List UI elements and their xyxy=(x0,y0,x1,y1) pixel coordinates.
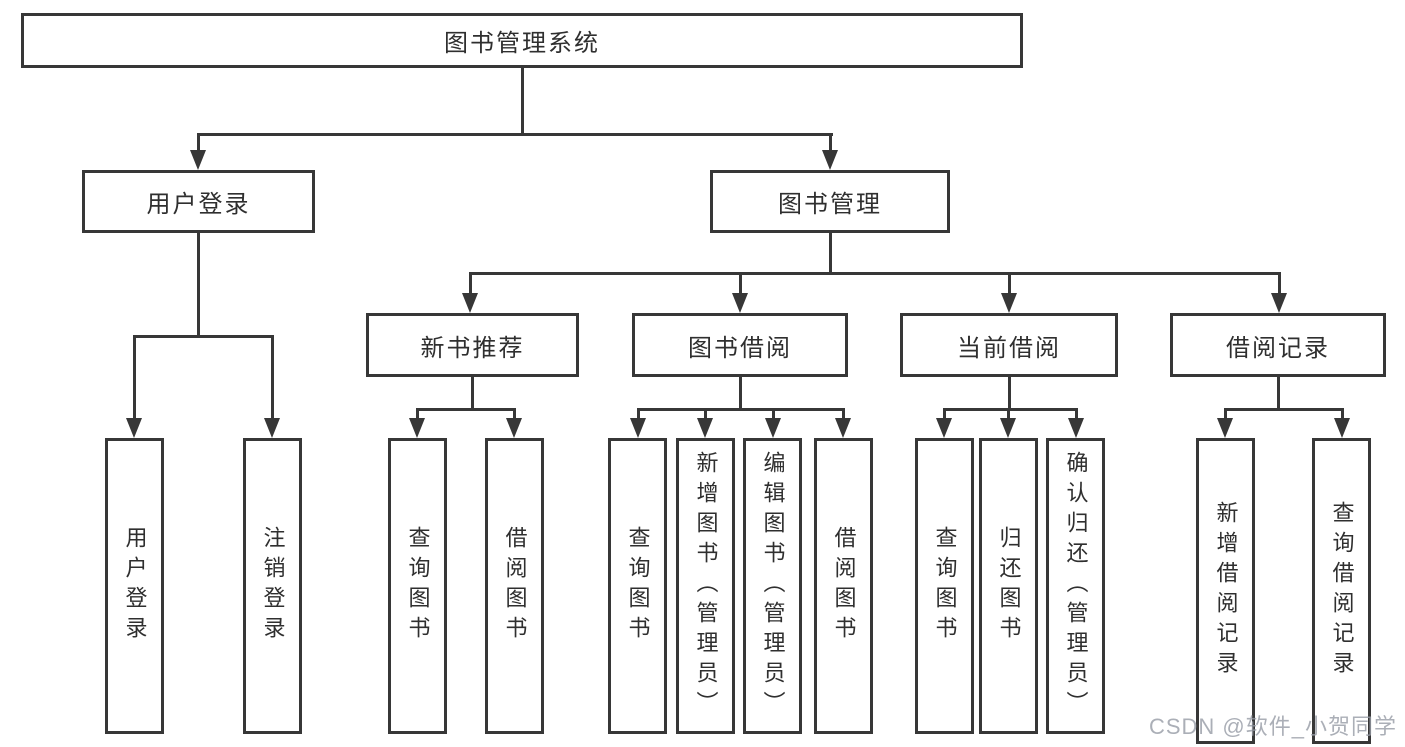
connector-line xyxy=(1278,272,1281,297)
leaf-query-books-current-label: 查询图书 xyxy=(932,526,958,646)
leaf-return-books: 归还图书 xyxy=(979,438,1038,734)
connector-line xyxy=(416,408,419,422)
connector-line xyxy=(943,408,1078,411)
leaf-borrow-books-recommend-label: 借阅图书 xyxy=(502,526,528,646)
node-new-book-recommendation-label: 新书推荐 xyxy=(420,334,525,362)
connector-line xyxy=(637,408,845,411)
leaf-query-books-recommend: 查询图书 xyxy=(388,438,447,734)
connector-line xyxy=(416,408,516,411)
leaf-confirm-return-admin-label: 确认归还（管理员） xyxy=(1063,451,1089,721)
arrowhead-down-icon xyxy=(1334,418,1350,438)
leaf-logout-label: 注销登录 xyxy=(260,526,286,646)
leaf-edit-books-admin-label: 编辑图书（管理员） xyxy=(760,451,786,721)
connector-line xyxy=(829,233,832,274)
arrowhead-down-icon xyxy=(1000,418,1016,438)
connector-line xyxy=(739,377,742,411)
connector-line xyxy=(197,233,200,336)
connector-line xyxy=(637,408,640,422)
leaf-query-books-recommend-label: 查询图书 xyxy=(405,526,431,646)
connector-line xyxy=(197,133,833,136)
leaf-query-borrow-record: 查询借阅记录 xyxy=(1312,438,1371,744)
connector-line xyxy=(469,272,1281,275)
connector-line xyxy=(133,335,274,338)
connector-line xyxy=(133,335,136,420)
connector-line xyxy=(1007,408,1010,422)
leaf-add-borrow-record: 新增借阅记录 xyxy=(1196,438,1255,744)
arrowhead-down-icon xyxy=(697,418,713,438)
node-book-borrowing-label: 图书借阅 xyxy=(688,334,792,362)
arrowhead-down-icon xyxy=(822,150,838,170)
leaf-add-books-admin: 新增图书（管理员） xyxy=(676,438,735,734)
leaf-query-books-borrowing-label: 查询图书 xyxy=(625,526,651,646)
leaf-user-login: 用户登录 xyxy=(105,438,164,734)
connector-line xyxy=(1008,272,1011,297)
arrowhead-down-icon xyxy=(264,418,280,438)
node-user-login: 用户登录 xyxy=(82,170,315,233)
arrowhead-down-icon xyxy=(630,418,646,438)
arrowhead-down-icon xyxy=(462,293,478,313)
connector-line xyxy=(513,408,516,422)
node-root-label: 图书管理系统 xyxy=(444,30,600,57)
node-current-borrowing: 当前借阅 xyxy=(900,313,1118,377)
connector-line xyxy=(1008,377,1011,411)
leaf-logout: 注销登录 xyxy=(243,438,302,734)
leaf-add-borrow-record-label: 新增借阅记录 xyxy=(1213,501,1239,681)
arrowhead-down-icon xyxy=(409,418,425,438)
node-book-management-label: 图书管理 xyxy=(778,191,882,218)
connector-line xyxy=(1224,408,1227,422)
connector-line xyxy=(1224,408,1344,411)
connector-line xyxy=(471,377,474,411)
node-root: 图书管理系统 xyxy=(21,13,1023,68)
leaf-edit-books-admin: 编辑图书（管理员） xyxy=(743,438,802,734)
arrowhead-down-icon xyxy=(1217,418,1233,438)
node-borrowing-records: 借阅记录 xyxy=(1170,313,1386,377)
arrowhead-down-icon xyxy=(126,418,142,438)
watermark: CSDN @软件_小贺同学 xyxy=(1148,714,1397,739)
arrowhead-down-icon xyxy=(1068,418,1084,438)
connector-line xyxy=(469,272,472,297)
leaf-borrow-books-label: 借阅图书 xyxy=(831,526,857,646)
connector-line xyxy=(772,408,775,422)
leaf-add-books-admin-label: 新增图书（管理员） xyxy=(693,451,719,721)
node-book-borrowing: 图书借阅 xyxy=(632,313,848,377)
connector-line xyxy=(829,133,832,155)
connector-line xyxy=(943,408,946,422)
arrowhead-down-icon xyxy=(835,418,851,438)
arrowhead-down-icon xyxy=(765,418,781,438)
connector-line xyxy=(271,335,274,420)
leaf-borrow-books-recommend: 借阅图书 xyxy=(485,438,544,734)
leaf-confirm-return-admin: 确认归还（管理员） xyxy=(1046,438,1105,734)
node-borrowing-records-label: 借阅记录 xyxy=(1226,334,1330,362)
connector-line xyxy=(1341,408,1344,422)
leaf-query-books-borrowing: 查询图书 xyxy=(608,438,667,734)
connector-line xyxy=(704,408,707,422)
connector-line xyxy=(1075,408,1078,422)
node-user-login-label: 用户登录 xyxy=(146,191,251,218)
leaf-query-books-current: 查询图书 xyxy=(915,438,974,734)
connector-line xyxy=(521,68,524,134)
connector-line xyxy=(197,133,200,155)
arrowhead-down-icon xyxy=(732,293,748,313)
arrowhead-down-icon xyxy=(1271,293,1287,313)
arrowhead-down-icon xyxy=(936,418,952,438)
arrowhead-down-icon xyxy=(506,418,522,438)
node-new-book-recommendation: 新书推荐 xyxy=(366,313,579,377)
leaf-return-books-label: 归还图书 xyxy=(996,526,1022,646)
leaf-query-borrow-record-label: 查询借阅记录 xyxy=(1329,501,1355,681)
connector-line xyxy=(1277,377,1280,411)
leaf-borrow-books: 借阅图书 xyxy=(814,438,873,734)
connector-line xyxy=(739,272,742,297)
node-current-borrowing-label: 当前借阅 xyxy=(957,334,1061,362)
arrowhead-down-icon xyxy=(1001,293,1017,313)
node-book-management: 图书管理 xyxy=(710,170,950,233)
leaf-user-login-label: 用户登录 xyxy=(122,526,148,646)
connector-line xyxy=(842,408,845,422)
arrowhead-down-icon xyxy=(190,150,206,170)
